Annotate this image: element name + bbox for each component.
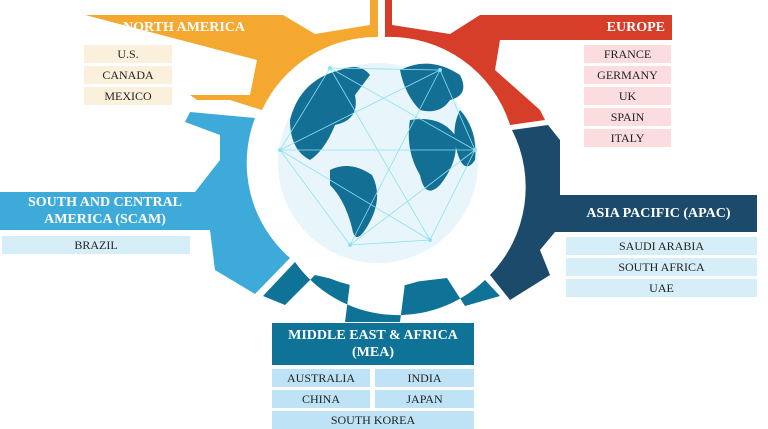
- country-japan: JAPAN: [375, 390, 474, 408]
- region-header-middle-east-africa: MIDDLE EAST & AFRICA (MEA): [272, 323, 474, 365]
- gear-segment-middle-east-africa: [263, 262, 500, 322]
- country-brazil: BRAZIL: [2, 236, 190, 254]
- country-china: CHINA: [272, 390, 370, 408]
- gear-segment-europe: [385, 0, 672, 125]
- country-saudi-arabia: SAUDI ARABIA: [566, 237, 757, 255]
- country-uae: UAE: [566, 279, 757, 297]
- globe-icon: [278, 63, 478, 263]
- country-france: FRANCE: [584, 45, 671, 63]
- region-header-south-central-america: SOUTH AND CENTRAL AMERICA (SCAM): [27, 195, 183, 227]
- country-uk: UK: [584, 87, 671, 105]
- country-south-korea: SOUTH KOREA: [272, 411, 474, 429]
- country-india: INDIA: [375, 369, 474, 387]
- country-us: U.S.: [84, 45, 172, 63]
- region-header-north-america: NORTH AMERICA: [122, 19, 245, 35]
- country-germany: GERMANY: [584, 66, 671, 84]
- gear-segment-north-america: [85, 0, 378, 110]
- gear-segment-south-central-america: [0, 112, 290, 294]
- country-mexico: MEXICO: [84, 87, 172, 105]
- country-australia: AUSTRALIA: [272, 369, 370, 387]
- region-header-europe: EUROPE: [606, 19, 665, 35]
- gear-segment-asia-pacific: [490, 125, 757, 300]
- country-spain: SPAIN: [584, 108, 671, 126]
- country-italy: ITALY: [584, 129, 671, 147]
- country-canada: CANADA: [84, 66, 172, 84]
- region-header-asia-pacific: ASIA PACIFIC (APAC): [586, 206, 731, 221]
- country-south-africa: SOUTH AFRICA: [566, 258, 757, 276]
